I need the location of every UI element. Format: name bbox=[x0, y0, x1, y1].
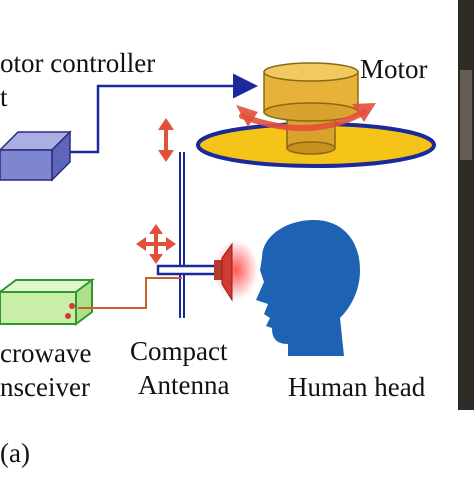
motor-controller-box bbox=[0, 130, 72, 182]
motor-controller-label-line2: t bbox=[0, 82, 8, 112]
antenna-label-line1: Compact bbox=[130, 336, 228, 366]
microwave-transceiver-box bbox=[0, 278, 95, 326]
photo-panel-edge bbox=[458, 0, 474, 410]
motor-label: Motor bbox=[360, 54, 428, 84]
rotation-arrow bbox=[236, 103, 376, 131]
vertical-move-arrow bbox=[158, 118, 174, 162]
transceiver-label-line1: crowave bbox=[0, 338, 92, 368]
motor-controller-label-line1: otor controller bbox=[0, 48, 156, 78]
antenna-label-line2: Antenna bbox=[138, 370, 230, 400]
rf-cable bbox=[78, 277, 182, 309]
human-head-icon bbox=[256, 220, 360, 356]
panel-label: (a) bbox=[0, 438, 30, 468]
control-wire bbox=[70, 73, 258, 154]
transceiver-label-line2: nsceiver bbox=[0, 372, 90, 402]
antenna-holder bbox=[156, 264, 218, 276]
planar-move-arrow bbox=[136, 224, 176, 264]
motor-body bbox=[263, 62, 359, 155]
compact-antenna bbox=[214, 242, 233, 302]
human-head-label: Human head bbox=[288, 372, 426, 402]
